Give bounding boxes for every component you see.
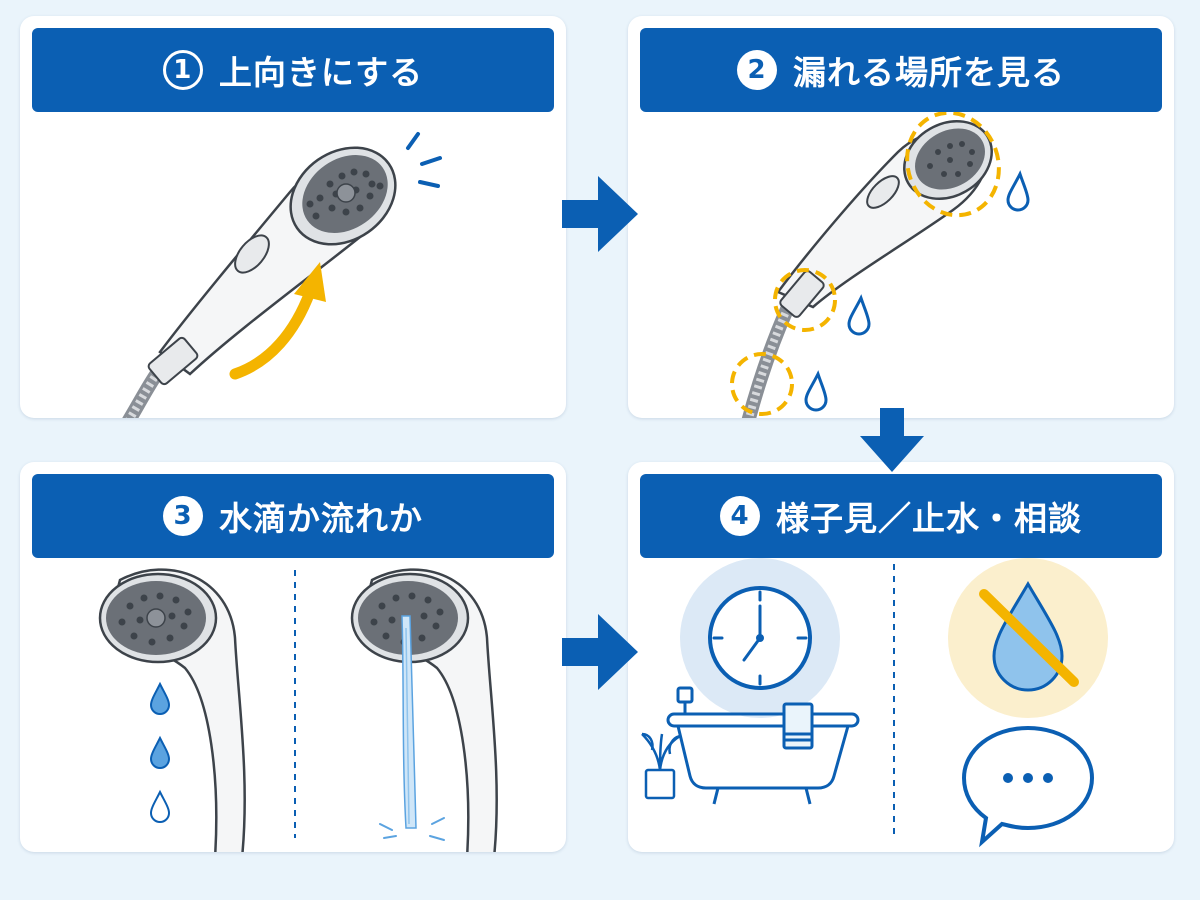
step-3-illustration — [20, 558, 566, 852]
step-2-illustration — [628, 112, 1174, 418]
drip-shower-icon — [98, 568, 246, 852]
clock-icon — [680, 558, 840, 718]
step-4-title: 様子見／止水・相談 — [776, 499, 1082, 538]
step-2-title: 漏れる場所を見る — [793, 53, 1065, 92]
shower-head-turn-up-icon — [122, 132, 442, 418]
bathtub-icon — [666, 686, 860, 805]
no-water-icon — [948, 558, 1108, 718]
arrow-down-step2-to-step4-icon — [860, 408, 924, 472]
step-3-header: 3 水滴か流れか — [32, 474, 554, 558]
step-4-number: 4 — [720, 496, 760, 536]
arrow-right-step1-to-step2-icon — [562, 176, 638, 252]
step-2-header: 2 漏れる場所を見る — [640, 28, 1162, 112]
step-1-title: 上向きにする — [218, 53, 424, 92]
step-3-title: 水滴か流れか — [219, 499, 423, 538]
arrow-right-step3-to-step4-icon — [562, 614, 638, 690]
step-1-panel: 1 上向きにする — [20, 16, 566, 418]
step-1-number: 1 — [162, 50, 203, 90]
leak-spots-icon — [730, 112, 1030, 418]
step-2-panel: 2 漏れる場所を見る — [628, 16, 1174, 418]
stream-shower-icon — [350, 568, 498, 852]
step-3-panel: 3 水滴か流れか — [20, 462, 566, 852]
step-2-number: 2 — [737, 50, 777, 90]
chat-bubble-icon — [961, 725, 1095, 848]
step-4-illustration — [628, 558, 1174, 852]
wait-stop-consult-icon — [641, 558, 1108, 848]
step-1-illustration — [20, 112, 566, 418]
drip-vs-stream-icon — [98, 568, 498, 852]
plant-icon — [641, 732, 681, 800]
step-4-header: 4 様子見／止水・相談 — [640, 474, 1162, 558]
step-3-number: 3 — [163, 496, 203, 536]
step-1-header: 1 上向きにする — [32, 28, 554, 112]
step-4-panel: 4 様子見／止水・相談 — [628, 462, 1174, 852]
